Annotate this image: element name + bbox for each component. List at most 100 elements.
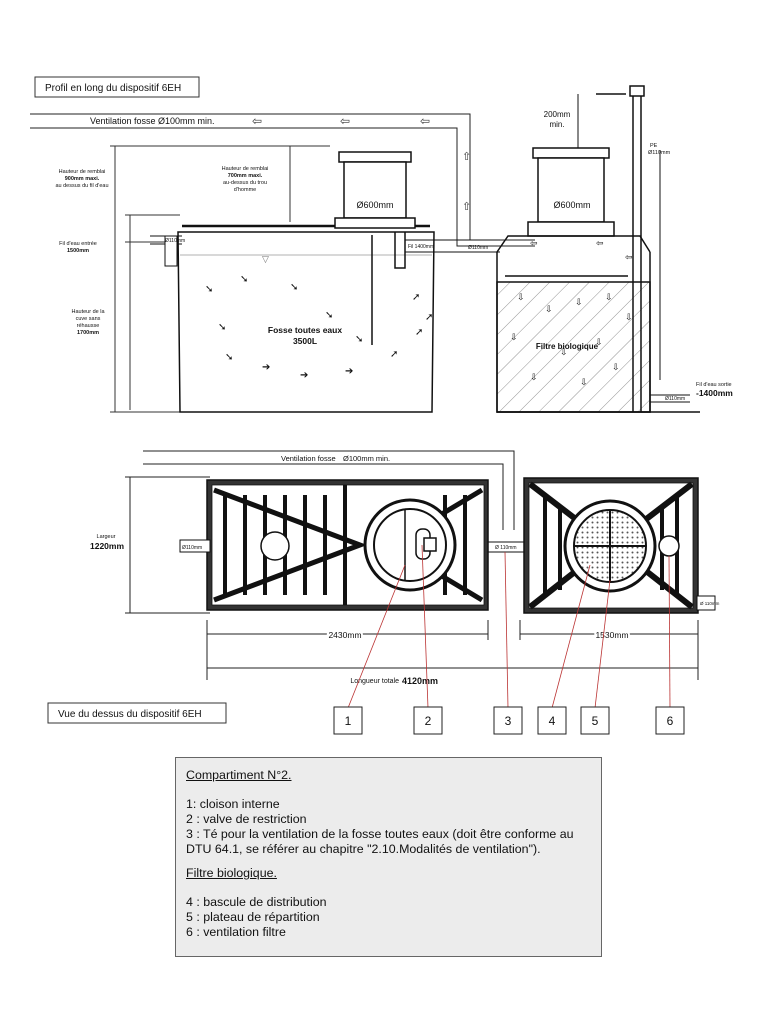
svg-text:⇩: ⇩ — [605, 292, 613, 302]
svg-text:⇦: ⇦ — [596, 238, 604, 248]
callout-2: 2 — [425, 714, 432, 728]
fil-sortie-value: -1400mm — [696, 388, 733, 398]
fosse-label: Fosse toutes eaux — [268, 325, 342, 335]
svg-text:⇦: ⇦ — [252, 114, 262, 128]
remblai-label-2d: d'homme — [234, 187, 256, 193]
callout-leaders — [347, 544, 671, 709]
riser1-label: Ø600mm — [356, 200, 393, 210]
top-vent-label: Ventilation fosse — [281, 454, 336, 463]
ventilation-top-label: Ventilation fosse Ø100mm min. — [90, 116, 215, 126]
callout-1: 1 — [345, 714, 352, 728]
svg-text:➘: ➘ — [225, 352, 233, 363]
top-title-box — [47, 702, 227, 724]
hauteur-cuve-2: cuve sans — [76, 316, 101, 322]
gap-200-label: 200mm — [544, 110, 571, 119]
legend-box: Compartiment N°2. 1: cloison interne 2 :… — [175, 757, 602, 957]
fil-eau-entree-value: 1500mm — [67, 248, 89, 254]
pe-label: PE — [650, 143, 658, 149]
profile-title-box — [34, 76, 200, 98]
pipe-mid2-label: Ø110mm — [468, 245, 488, 251]
svg-text:⇦: ⇦ — [530, 238, 538, 248]
inlet-pipe — [179, 539, 211, 553]
svg-text:⇩: ⇩ — [595, 337, 603, 347]
remblai-label-1: Hauteur de remblai — [59, 169, 106, 175]
svg-text:➘: ➘ — [355, 334, 363, 345]
longueur-value: 4120mm — [402, 676, 438, 686]
svg-text:➘: ➘ — [290, 282, 298, 293]
gap-200-min: min. — [549, 120, 564, 129]
svg-text:➚: ➚ — [415, 327, 423, 338]
svg-text:⇦: ⇦ — [625, 252, 633, 262]
svg-text:⇩: ⇩ — [517, 292, 525, 302]
left-annotations: Hauteur de remblai 900mm maxi. au dessus… — [55, 166, 268, 336]
svg-text:⇩: ⇩ — [510, 332, 518, 342]
top-vent-dia: Ø100mm min. — [343, 454, 390, 463]
legend-item-4: 4 : bascule de distribution — [186, 895, 327, 909]
dim-1530-label: 1530mm — [595, 630, 628, 640]
hauteur-cuve-1: Hauteur de la — [71, 309, 105, 315]
filtre-label: Filtre biologique — [536, 342, 599, 351]
longueur-label: Longueur totale — [350, 678, 399, 685]
connection-pipe — [488, 541, 525, 553]
legend-heading-compartiment: Compartiment N°2. — [186, 768, 292, 782]
transfer-pipe: Fil 1400mm Ø110mm — [405, 239, 500, 253]
top-pipe-in-label: Ø110mm — [182, 545, 202, 551]
hauteur-cuve-3: réhausse — [77, 323, 100, 329]
profile-title: Profil en long du dispositif 6EH — [45, 83, 181, 94]
legend-item-3: 3 : Té pour la ventilation de la fosse t… — [186, 827, 574, 856]
svg-text:➚: ➚ — [390, 349, 398, 360]
fil-sortie-label: Fil d'eau sortie — [696, 382, 732, 388]
profile-view: Profil en long du dispositif 6EH Ventila… — [30, 76, 733, 413]
callout-boxes: 1 2 3 4 5 6 — [333, 706, 685, 735]
callout-6: 6 — [667, 714, 674, 728]
fosse-volume: 3500L — [293, 336, 317, 346]
svg-text:➚: ➚ — [425, 312, 433, 323]
svg-text:➔: ➔ — [300, 370, 308, 381]
svg-text:➘: ➘ — [205, 284, 213, 295]
outlet-pipe — [696, 595, 716, 611]
legend-item-1: 1: cloison interne — [186, 797, 280, 811]
filter-arrows: ⇩⇩⇩⇩ ⇩⇩⇩⇩ ⇩⇩⇩ ⇦⇦⇦ — [510, 238, 633, 387]
filter-top — [523, 477, 699, 614]
svg-text:⇩: ⇩ — [560, 347, 568, 357]
top-pipe-mid-label: Ø 110mm — [495, 545, 517, 551]
remblai-label-2: Hauteur de remblai — [222, 166, 269, 172]
fil-eau-entree-label: Fil d'eau entrée — [59, 241, 97, 247]
svg-text:⇩: ⇩ — [575, 297, 583, 307]
svg-text:⇦: ⇦ — [340, 114, 350, 128]
largeur-value: 1220mm — [90, 541, 124, 551]
riser2-label: Ø600mm — [553, 200, 590, 210]
top-view: Ventilation fosse Ø100mm min. Largeur 12… — [47, 450, 720, 735]
svg-text:➘: ➘ — [218, 322, 226, 333]
callout-3: 3 — [505, 714, 512, 728]
left-dimensions — [110, 145, 330, 413]
remblai-label-2c: au-dessus du trou — [223, 180, 267, 186]
largeur-dimension — [125, 476, 210, 614]
flow-arrows: ➘➘➘ ➔➔➔ ➚➚➚ ➘➘➘ ➘➚ — [205, 274, 433, 381]
svg-text:➚: ➚ — [412, 292, 420, 303]
legend-item-6: 6 : ventilation filtre — [186, 925, 286, 939]
svg-text:⇧: ⇧ — [462, 151, 471, 163]
pipe-out-label: Ø110mm — [665, 396, 685, 402]
remblai-value-2: 700mm maxi. — [228, 173, 263, 179]
svg-text:➔: ➔ — [345, 366, 353, 377]
legend-item-2: 2 : valve de restriction — [186, 812, 307, 826]
svg-text:⇩: ⇩ — [612, 362, 620, 372]
remblai-value-1: 900mm maxi. — [65, 176, 100, 182]
remblai-label-1c: au dessus du fil d'eau — [55, 183, 108, 189]
length-dimensions — [206, 620, 699, 680]
top-ventilation: Ventilation fosse Ø100mm min. — [143, 450, 515, 530]
filter-tank — [496, 85, 700, 413]
svg-text:➔: ➔ — [262, 362, 270, 373]
pipe-mid-label: Fil 1400mm — [408, 244, 434, 250]
svg-text:➘: ➘ — [325, 310, 333, 321]
legend-heading-filtre: Filtre biologique. — [186, 866, 277, 880]
hauteur-cuve-4: 1700mm — [77, 330, 99, 336]
svg-text:⇩: ⇩ — [625, 312, 633, 322]
svg-text:➘: ➘ — [240, 274, 248, 285]
legend-item-5: 5 : plateau de répartition — [186, 910, 320, 924]
svg-text:⇩: ⇩ — [530, 372, 538, 382]
fosse-tank: ▽ — [150, 151, 435, 413]
svg-text:⇩: ⇩ — [545, 304, 553, 314]
